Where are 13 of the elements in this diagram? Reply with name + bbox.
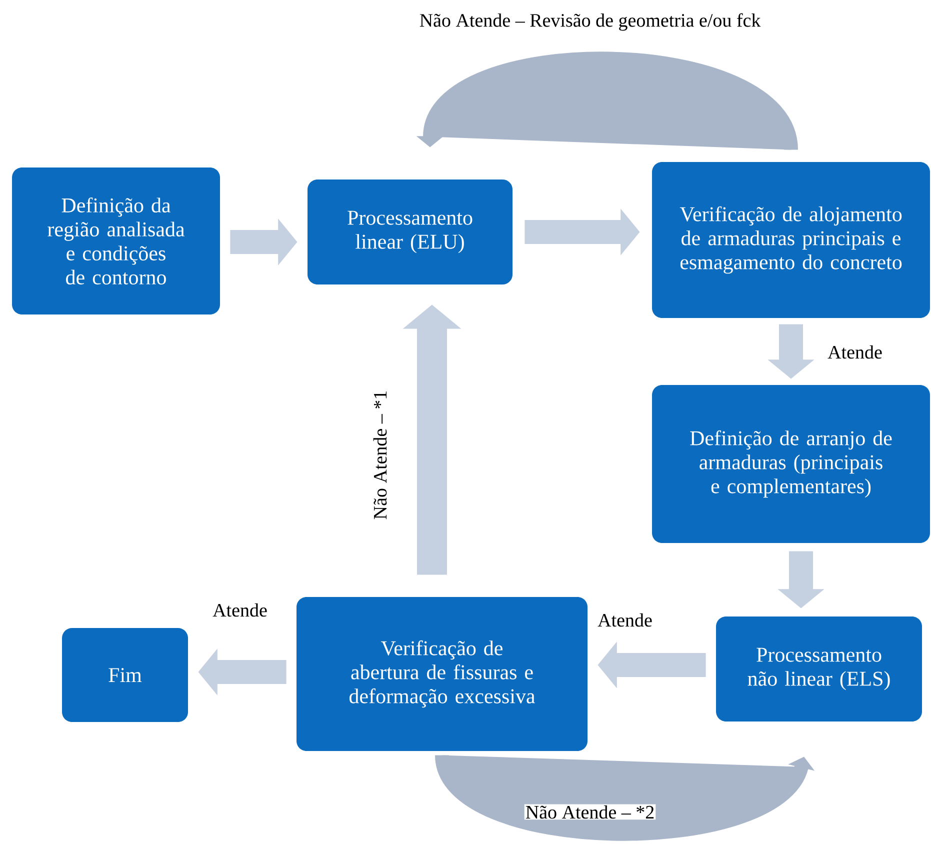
edge-label: Atende <box>596 612 654 628</box>
edge-label: Atende <box>212 602 268 618</box>
process-box: Processamento não linear (ELS) <box>716 616 922 722</box>
process-box: Verificação de alojamento de armaduras principais e esmagamento do concreto <box>652 162 930 318</box>
edge-label: Atende <box>826 344 884 360</box>
process-box: Definição da região analisada e condições de contorno <box>12 168 220 314</box>
edge-label: Não Atende – *2 <box>524 804 656 820</box>
process-box: Definição de arranjo de armaduras (principais e complementares) <box>652 385 930 543</box>
process-box: Processamento linear (ELU) <box>308 180 512 284</box>
edge-label: Não Atende – Revisão de geometria e/ou fck <box>418 12 762 32</box>
process-box: Fim <box>62 628 188 722</box>
edge-label: Não Atende – *1 <box>373 392 387 520</box>
process-box: Verificação de abertura de fissuras e deformação excessiva <box>296 597 588 751</box>
